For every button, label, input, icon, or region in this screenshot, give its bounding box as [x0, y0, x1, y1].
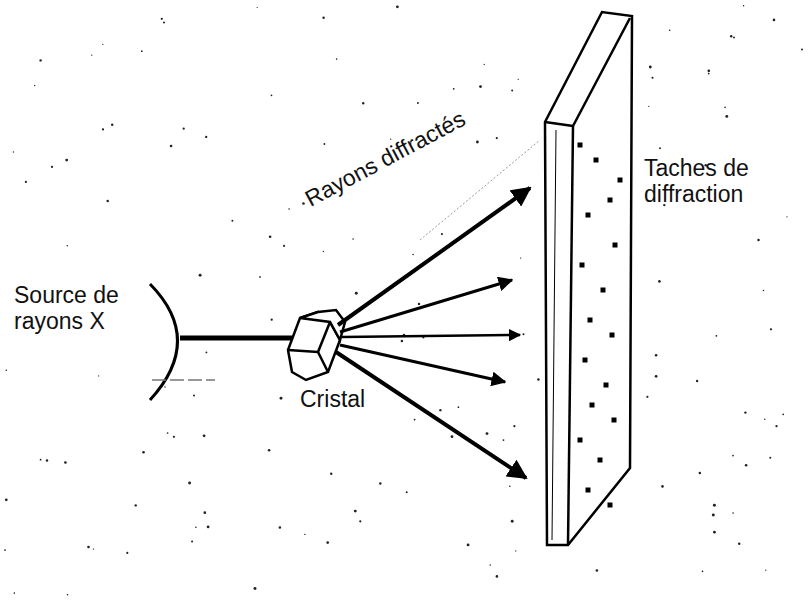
incident-beam — [180, 336, 292, 341]
diffracted-rays — [336, 188, 530, 478]
diffraction-spots — [578, 143, 623, 508]
background-speckles — [4, 5, 803, 596]
leader-line — [152, 379, 215, 381]
leader-line — [420, 140, 540, 240]
crystal-label: Cristal — [300, 386, 400, 412]
xray-source — [150, 284, 178, 400]
detector-plate — [545, 12, 632, 545]
source-label: Source de rayons X — [14, 282, 149, 335]
ray-label: Rayons diffractés — [298, 104, 472, 213]
plate-label: Taches de diffraction — [644, 155, 804, 208]
crystal — [288, 310, 345, 380]
